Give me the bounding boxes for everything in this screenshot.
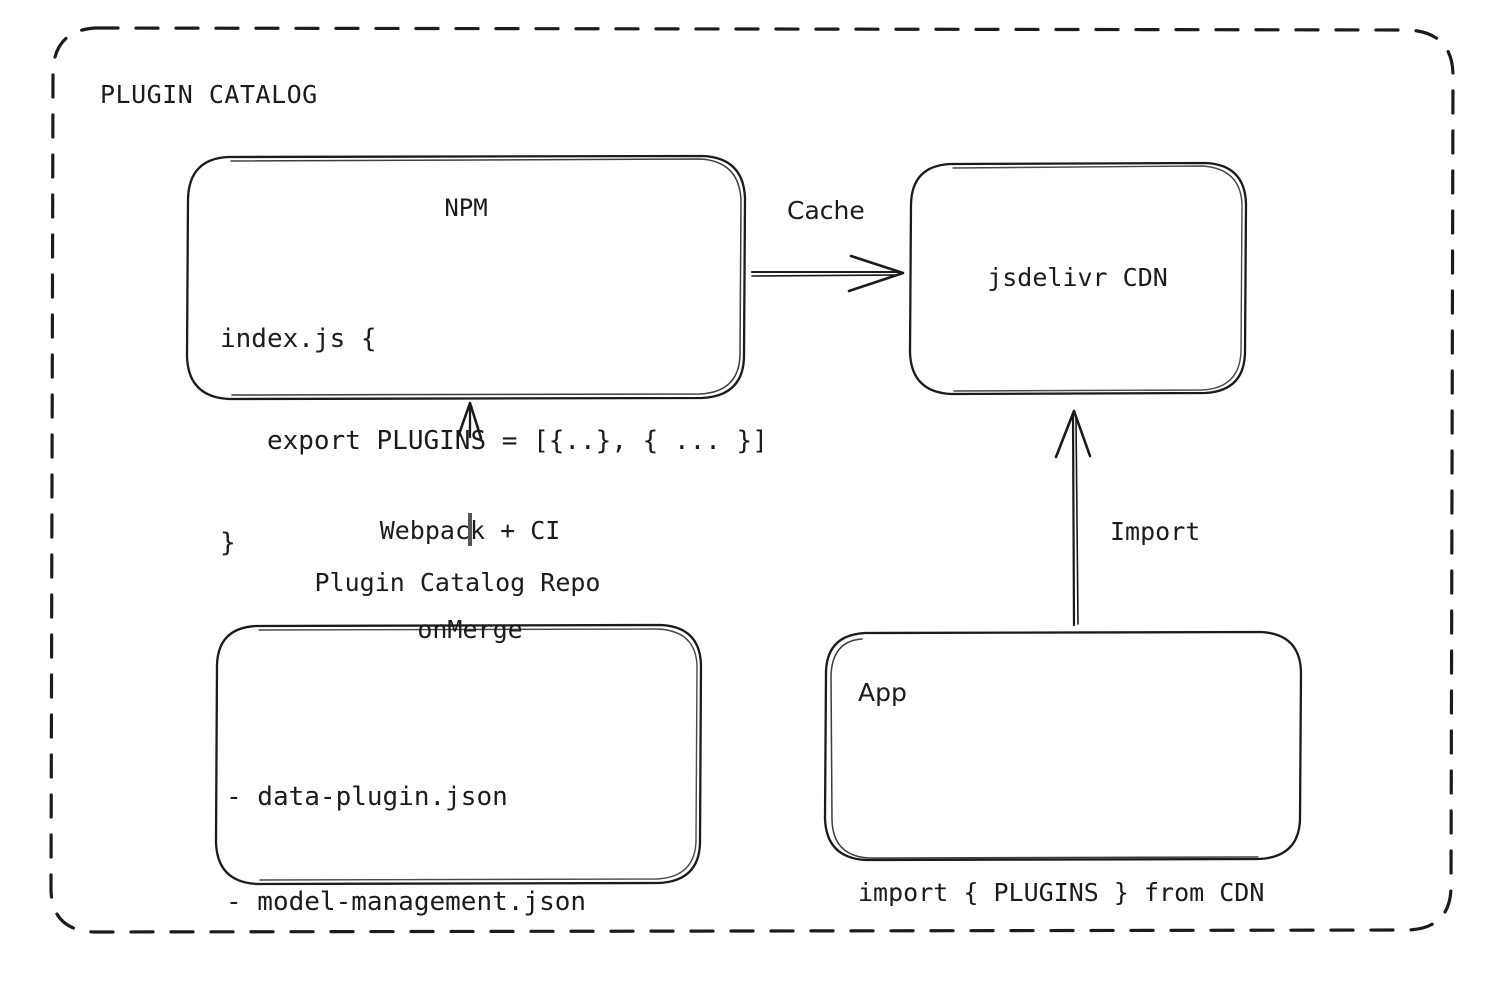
npm-code-line: } bbox=[220, 528, 236, 558]
app-box-title: App bbox=[858, 678, 907, 707]
repo-file-item: ... bbox=[226, 990, 586, 1002]
repo-file-list: - data-plugin.json - model-management.js… bbox=[226, 710, 586, 1002]
app-box bbox=[823, 630, 1303, 862]
npm-code-block: index.js { export PLUGINS = [{..}, { ...… bbox=[220, 254, 768, 628]
cdn-box bbox=[908, 161, 1248, 396]
app-code-line: import { PLUGINS } from CDN bbox=[858, 878, 1265, 907]
npm-box-title: NPM bbox=[444, 194, 488, 222]
repo-box-caption: Plugin Catalog Repo bbox=[314, 568, 601, 597]
page-title: PLUGIN CATALOG bbox=[100, 80, 318, 109]
cdn-box-title: jsdelivr CDN bbox=[987, 263, 1168, 292]
npm-box bbox=[185, 154, 747, 401]
edge-label-webpack-ci: Webpack + CI onMerge bbox=[330, 448, 610, 712]
edge-label-cache: Cache bbox=[787, 196, 865, 225]
npm-code-line: export PLUGINS = [{..}, { ... }] bbox=[220, 426, 768, 456]
arrow-repo-to-npm bbox=[456, 401, 483, 546]
outer-container-dashed-border bbox=[49, 26, 1455, 934]
npm-code-line: index.js { bbox=[220, 324, 377, 354]
arrow-npm-to-cdn bbox=[750, 254, 905, 293]
app-code-block: import { PLUGINS } from CDN PLUGINS.forE… bbox=[858, 738, 1264, 1002]
edge-label-line: onMerge bbox=[417, 615, 523, 644]
arrow-app-to-cdn bbox=[1054, 409, 1092, 627]
repo-box bbox=[214, 623, 703, 886]
repo-file-item: - data-plugin.json bbox=[226, 782, 508, 812]
repo-file-item: - model-management.json bbox=[226, 887, 587, 917]
edge-label-line: Webpack + CI bbox=[379, 516, 561, 545]
edge-label-import: Import bbox=[1110, 517, 1201, 546]
